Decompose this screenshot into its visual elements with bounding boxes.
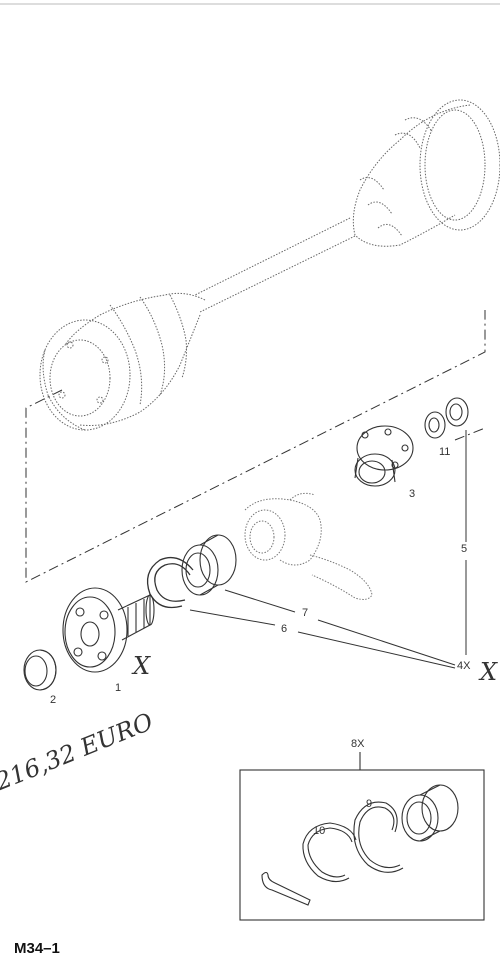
callout-10: 10 (313, 825, 326, 837)
handwritten-x-4x: X (480, 658, 498, 686)
callout-8x: 8X (351, 738, 365, 750)
handwritten-x-hub: X (133, 652, 151, 680)
wheel-bearing (181, 534, 237, 596)
circlip (146, 556, 194, 609)
washer-and-nut (424, 397, 469, 439)
callout-2: 2 (50, 694, 57, 706)
drive-shaft (39, 99, 500, 431)
steering-knuckle (244, 492, 373, 600)
hub-cap (23, 649, 57, 691)
callout-6: 6 (281, 623, 288, 635)
page-code: M34–1 (14, 940, 60, 957)
drive-flange (354, 425, 414, 487)
callout-4x: 4X (457, 660, 471, 672)
assembly-axis-lines (25, 310, 486, 583)
callout-3: 3 (409, 488, 416, 500)
callout-11: 11 (439, 446, 451, 458)
callout-5: 5 (461, 543, 468, 555)
leader-lines (189, 430, 467, 669)
callout-9: 9 (366, 798, 373, 810)
repair-kit-box (239, 752, 485, 921)
callout-7: 7 (302, 607, 309, 619)
callout-1: 1 (115, 682, 122, 694)
